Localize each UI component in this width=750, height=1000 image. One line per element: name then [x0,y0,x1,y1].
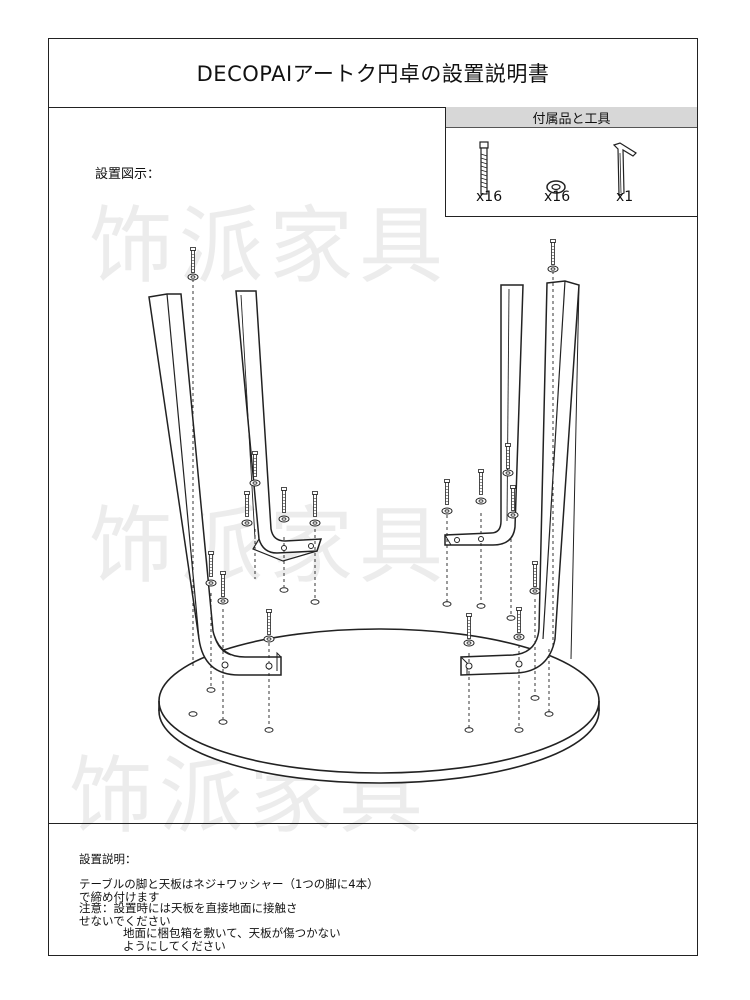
instruction-sheet: 饰派家具 饰派家具 饰派家具 DECOPAIアートク円卓の設置説明書 付属品と工… [48,38,698,956]
parts-and-tools-box: 付属品と工具 x16 x16 x1 [445,107,697,217]
washer-icon [546,180,566,194]
hex-key-icon [612,142,637,196]
page-title-text: DECOPAIアートク円卓の設置説明書 [196,62,550,86]
instruction-line-5: 地面に梱包箱を敷いて、天板が傷つかない [123,926,341,940]
instructions-heading: 設置説明： [79,852,137,866]
instruction-line-1: テーブルの脚と天板はネジ+ワッシャー（1つの脚に4本） [79,877,379,891]
assembly-diagram [148,239,600,784]
hex-key-qty: x1 [616,189,634,205]
page-title: DECOPAIアートク円卓の設置説明書 [49,39,697,108]
bolt-icon [479,141,489,195]
instruction-line-2: で締め付けます [79,890,160,904]
parts-heading: 付属品と工具 [446,107,697,128]
instruction-line-6: ようにしてください [123,939,226,953]
instructions-section: 設置説明： テーブルの脚と天板はネジ+ワッシャー（1つの脚に4本） で締め付けま… [49,823,697,957]
washer-qty: x16 [544,189,571,205]
bolt-qty: x16 [476,189,503,205]
instruction-line-4: せないでください [79,914,171,928]
diagram-label: 設置図示： [95,167,161,182]
instruction-line-3: 注意：設置時には天板を直接地面に接触さ [79,901,298,915]
watermark-top: 饰派家具 [89,197,450,295]
